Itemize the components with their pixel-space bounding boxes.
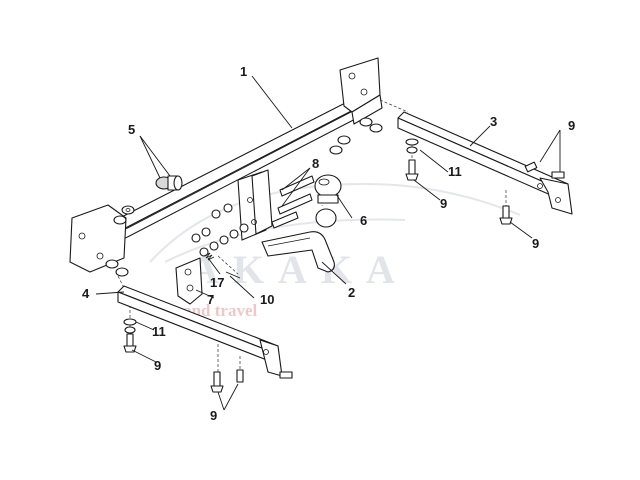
- crossbar-fasteners: [105, 117, 383, 277]
- callout-10: 10: [260, 292, 274, 307]
- tow-ball: [314, 174, 342, 228]
- left-side-rail: [117, 285, 283, 377]
- ball-neck: [261, 231, 335, 273]
- callout-labels: 1 2 3 4 5 6 7 8 9 9 9 9 9 10 11 11 17: [82, 64, 575, 423]
- callout-4: 4: [82, 286, 90, 301]
- callout-9-right-middle: 9: [440, 196, 447, 211]
- leader-lines: [95, 75, 561, 411]
- side-rail-bolts: [123, 138, 565, 393]
- callout-1: 1: [240, 64, 247, 79]
- callout-9-left: 9: [154, 358, 161, 373]
- callout-6: 6: [360, 213, 367, 228]
- callout-17: 17: [210, 275, 224, 290]
- main-crossbar: [69, 57, 383, 273]
- callout-5: 5: [128, 122, 135, 137]
- callout-11-left: 11: [152, 324, 166, 339]
- callout-9-bottom: 9: [210, 408, 217, 423]
- socket-plate: [175, 257, 203, 305]
- callout-9-right-bottom: 9: [532, 236, 539, 251]
- callout-7: 7: [207, 292, 214, 307]
- right-side-rail: [397, 111, 573, 215]
- callout-11-right: 11: [448, 164, 462, 179]
- callout-9-top-right: 9: [568, 118, 575, 133]
- watermark-brand: AKAKA: [190, 247, 409, 292]
- callout-8: 8: [312, 156, 319, 171]
- callout-2: 2: [348, 285, 355, 300]
- rubber-buffers: [155, 175, 183, 191]
- callout-3: 3: [490, 114, 497, 129]
